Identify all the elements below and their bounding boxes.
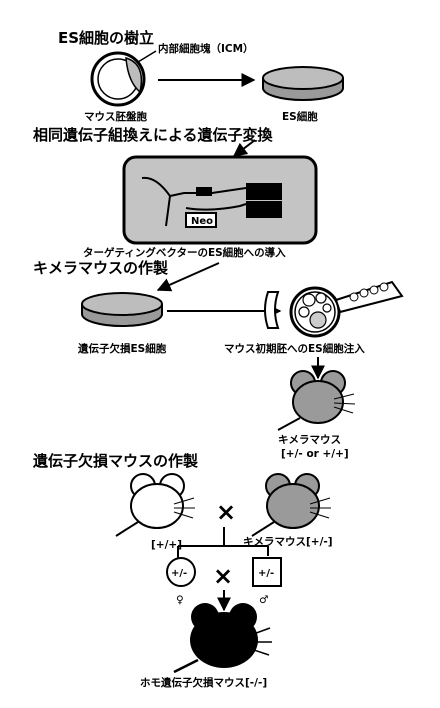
- chromosome-block-2: [246, 201, 282, 218]
- female-symbol: ♀: [176, 594, 184, 606]
- wildtype-mouse: [115, 473, 195, 537]
- cross-lines: [177, 527, 269, 558]
- icm-pointer: [137, 50, 157, 63]
- blastocyst-label: マウス胚盤胞: [84, 110, 147, 123]
- homo-label: ホモ遺伝子欠損マウス[-/-]: [140, 676, 267, 689]
- neo-box: [185, 212, 217, 228]
- chromosome-block-1: [246, 183, 282, 200]
- male-genotype: +/-: [258, 568, 274, 579]
- section-title-es-establish: ES細胞の樹立: [58, 29, 154, 47]
- target-exon: [196, 187, 212, 196]
- icm-mass: [125, 56, 143, 94]
- injection-needle: [334, 280, 404, 314]
- section-title-recombination: 相同遺伝子組換えによる遺伝子変換: [33, 126, 274, 144]
- chimera-label: キメラマウス: [278, 434, 341, 446]
- es-cell-label: ES細胞: [282, 110, 318, 123]
- chimera-parent-mouse: [251, 473, 331, 537]
- section-title-chimera: キメラマウスの作製: [33, 259, 168, 277]
- male-het-square: [252, 557, 282, 587]
- chimera-mouse: [277, 370, 356, 431]
- cross-mark-2: ×: [213, 562, 233, 590]
- injection-label: マウス初期胚へのES細胞注入: [224, 342, 365, 355]
- arrow-to-ko-dish: [156, 262, 220, 292]
- blastocyst: [90, 51, 146, 107]
- holding-pipette: [264, 291, 280, 329]
- section-title-knockout: 遺伝子欠損マウスの作製: [32, 452, 198, 470]
- homozygous-mouse: [173, 603, 272, 674]
- icm-label: 内部細胞塊（ICM）: [158, 42, 254, 55]
- arrow-to-cell: [232, 139, 256, 157]
- chimera-genotype: [+/- or +/+]: [281, 448, 349, 460]
- ko-es-label: 遺伝子欠損ES細胞: [77, 342, 167, 355]
- cross-mark-1: ×: [216, 498, 236, 526]
- wildtype-label: [+/+]: [151, 539, 182, 551]
- targeting-cell: Neo: [122, 155, 318, 245]
- female-genotype: +/-: [171, 568, 187, 579]
- early-embryo: [264, 286, 341, 338]
- female-het-circle: [166, 557, 196, 587]
- neo-label: Neo: [191, 216, 213, 227]
- male-symbol: ♂: [259, 594, 268, 606]
- es-cell-dish: [262, 66, 344, 101]
- targeting-label: ターゲティングベクターのES細胞への導入: [83, 246, 286, 259]
- ko-es-dish: [81, 292, 163, 327]
